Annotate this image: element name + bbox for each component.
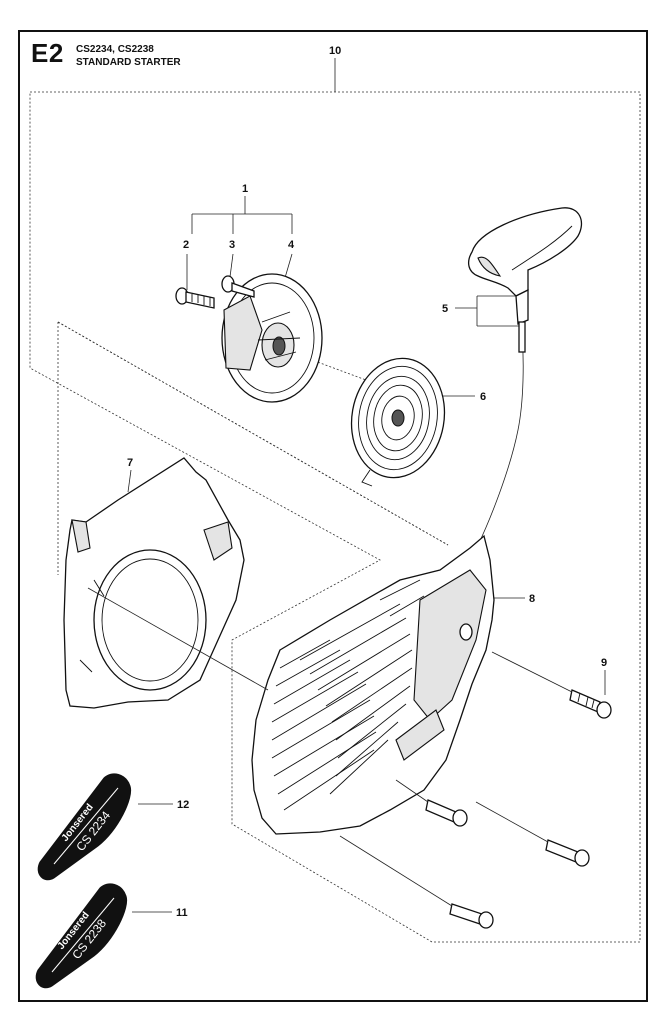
housing-screw-a: [425, 799, 468, 827]
starter-housing: [251, 534, 495, 835]
callout-7: 7: [127, 457, 133, 469]
callout-6: 6: [480, 391, 486, 403]
inner-shroud: [63, 457, 245, 709]
callout-12: 12: [177, 799, 189, 811]
diagram-title: STANDARD STARTER: [76, 57, 181, 68]
callout-5: 5: [442, 303, 448, 315]
callout-4: 4: [288, 239, 295, 251]
leader-lines: [127, 58, 606, 913]
housing-screw-b: [545, 839, 590, 867]
callout-9: 9: [601, 657, 607, 669]
diagram-frame: [18, 30, 648, 1002]
recoil-spring: [350, 357, 446, 487]
housing-vents: [271, 579, 425, 811]
callout-labels: 10 1 2 3 4 5 6 7 8 9 12 11: [127, 45, 607, 919]
model-numbers: CS2234, CS2238: [76, 44, 154, 55]
screw-axis-a: [395, 779, 429, 803]
housing-screw-9: [569, 689, 612, 719]
assembly-boundary: [29, 91, 641, 943]
decal-cs2238: Jonsered CS 2238: [35, 883, 128, 989]
pulley-washer: [221, 275, 255, 298]
callout-10: 10: [329, 45, 341, 57]
screw-axis-b: [475, 801, 549, 843]
callout-3: 3: [229, 239, 235, 251]
shroud-axis: [87, 587, 269, 691]
starter-rope: [477, 331, 524, 546]
starter-pulley: [221, 273, 323, 403]
callout-8: 8: [529, 593, 535, 605]
callout-2: 2: [183, 239, 189, 251]
pulley-screw: [175, 287, 215, 309]
cover-area-boundary: [57, 321, 449, 575]
callout-11: 11: [176, 907, 188, 919]
decal-cs2234: Jonsered CS 2234: [37, 773, 132, 881]
housing-screw-c: [449, 903, 494, 929]
section-code: E2: [31, 38, 64, 68]
screw-axis-9: [491, 651, 573, 693]
callout-1: 1: [242, 183, 248, 195]
starter-handle: [467, 207, 583, 353]
screw-axis-c: [339, 835, 453, 907]
